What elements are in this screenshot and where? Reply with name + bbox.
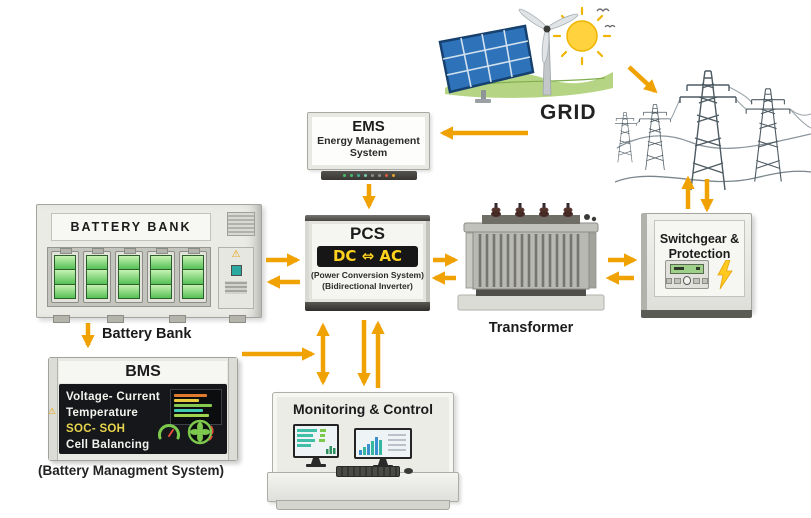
ems-box: [307, 112, 430, 180]
battery-bank-header: BATTERY BANK: [51, 213, 211, 241]
gauge-icon: [158, 424, 180, 440]
bms-screen-line: Voltage- Current: [66, 391, 161, 403]
battery-bank-container: BATTERY BANK ⚠: [36, 204, 262, 323]
switchgear-panel: Switchgear & Protection: [654, 220, 745, 297]
birds-icon: [596, 8, 616, 28]
monitoring-title: Monitoring & Control: [293, 401, 433, 417]
monitor-left-icon: [293, 424, 339, 467]
battery-module: [51, 248, 79, 303]
pcs-top-edge: [305, 215, 430, 221]
grid-label: GRID: [540, 101, 597, 124]
switchgear-box: Switchgear & Protection: [641, 213, 752, 318]
monitor-right-icon: [354, 428, 412, 468]
switchgear-label-line1: Switchgear &: [659, 232, 740, 246]
ems-base: [320, 171, 417, 180]
ems-screen: [307, 112, 430, 170]
bms-box: BMS ⚠ Voltage- Current Temperature SOC- …: [48, 357, 238, 461]
pcs-face: PCS DC ⇔ AC (Power Conversion System) (B…: [305, 221, 430, 302]
vent-grille-icon: [227, 212, 255, 236]
switchgear-controller: [665, 260, 709, 289]
monitoring-console: Monitoring & Control: [267, 392, 459, 510]
bms-title: BMS: [59, 361, 227, 383]
bushing-icon: [491, 203, 573, 217]
controller-display: [670, 264, 704, 274]
pcs-caption-line1: (Power Conversion System): [311, 270, 424, 280]
bms-screen-line: Temperature: [66, 407, 139, 419]
battery-module: [83, 248, 111, 303]
mouse-icon: [404, 468, 413, 474]
sun-icon: [552, 6, 612, 66]
pcs-caption-line2: (Bidirectional Inverter): [322, 280, 413, 291]
transformer-label: Transformer: [488, 320, 574, 336]
warning-icon: ⚠: [48, 406, 57, 416]
battery-module: [147, 248, 175, 303]
pcs-box: PCS DC ⇔ AC (Power Conversion System) (B…: [305, 215, 430, 311]
pcs-title: PCS: [350, 224, 385, 243]
panel-button: [230, 265, 242, 276]
switchgear-label-line2: Protection: [668, 247, 731, 261]
battery-control-panel: ⚠: [218, 247, 254, 309]
lightning-bolt-icon: [717, 260, 733, 290]
transformer-illustration: [457, 203, 605, 311]
switchgear-base: [641, 310, 752, 318]
battery-module: [115, 248, 143, 303]
monitoring-desk-base: [276, 500, 450, 510]
bms-caption: (Battery Managment System): [38, 463, 225, 478]
battery-bay: [47, 247, 211, 307]
bms-screen-line: SOC- SOH: [66, 423, 126, 435]
fan-icon: [187, 419, 214, 445]
monitoring-desk: [267, 472, 459, 502]
bms-screen: Voltage- Current Temperature SOC- SOH Ce…: [59, 384, 227, 454]
solar-panel-icon: [438, 24, 535, 103]
bms-mini-chart: [170, 389, 222, 425]
battery-bank-label: Battery Bank: [102, 326, 192, 342]
panel-vent-icon: [225, 281, 247, 294]
keyboard-icon: [336, 466, 400, 477]
battery-module: [179, 248, 207, 303]
renewables-illustration: [438, 6, 616, 103]
transmission-towers-illustration: [615, 70, 811, 191]
warning-icon: ⚠: [231, 249, 241, 260]
wind-turbine-icon: [518, 8, 579, 96]
bms-screen-line: Cell Balancing: [66, 439, 150, 451]
dc-ac-conversion-badge: DC ⇔ AC: [317, 246, 418, 267]
pcs-bottom-edge: [305, 302, 430, 311]
